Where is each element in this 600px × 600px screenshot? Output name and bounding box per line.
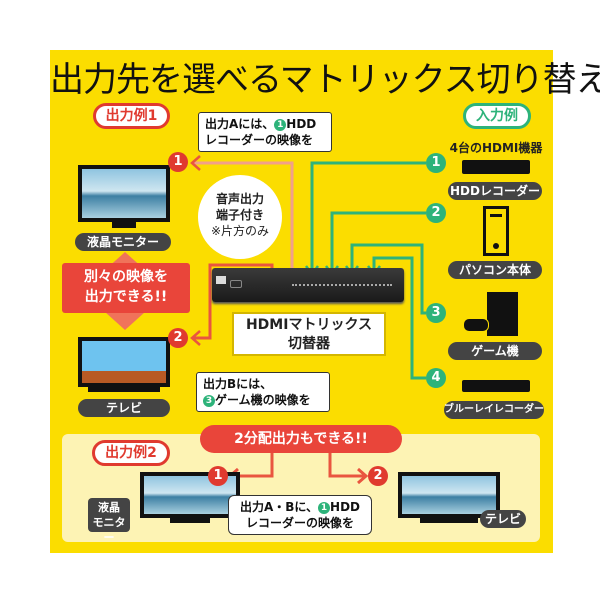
device-label-bluray: ブルーレイレコーダー — [444, 401, 544, 419]
bubble-text: HDD — [286, 117, 317, 131]
tv-stand-2 — [420, 518, 478, 523]
separate-output-box: 別々の映像を 出力できる!! — [62, 263, 190, 313]
lcd-monitor-label-2: 液晶 モニター — [88, 498, 130, 544]
game-console-icon — [487, 292, 521, 336]
page-title: 出力先を選べるマトリックス切り替え — [50, 60, 600, 100]
bubble-text: 出力Bには、 — [203, 377, 273, 391]
tv-image-2 — [398, 472, 500, 518]
tv-stand — [88, 387, 160, 392]
device-label-pc: パソコン本体 — [448, 261, 542, 279]
input-2-badge: 2 — [426, 203, 446, 223]
audio-text: 音声出力 — [215, 192, 264, 206]
output-2-badge: 2 — [168, 328, 188, 348]
output-a-line — [192, 161, 294, 268]
bubble-text: 出力A・Bに、 — [239, 500, 319, 514]
lcd-monitor-label: 液晶モニター — [75, 233, 171, 251]
number-badge: 1 — [318, 502, 331, 514]
bubble-text: レコーダーの映像を — [205, 133, 314, 147]
input-example-label: 入力例 — [463, 103, 531, 129]
hdd-recorder-icon — [462, 160, 530, 174]
switcher-label-text: 切替器 — [288, 336, 330, 352]
output-example-2-label: 出力例2 — [92, 440, 170, 466]
input-2-line — [330, 211, 426, 272]
tv-label: テレビ — [78, 399, 170, 417]
bluray-recorder-icon — [462, 380, 530, 392]
output-1-badge: 1 — [168, 152, 188, 172]
bubble-text: レコーダーの映像を — [245, 516, 354, 530]
output-b-line — [192, 263, 274, 340]
input-1-line — [310, 161, 426, 272]
input-1-badge: 1 — [426, 153, 446, 173]
switcher-label-text: HDMIマトリックス — [245, 317, 373, 333]
audio-output-note: 音声出力 端子付き ※片方のみ — [198, 175, 282, 259]
input-3-line — [350, 243, 426, 315]
split-output-banner: 2分配出力もできる!! — [200, 425, 402, 453]
label-text: 液晶 — [98, 501, 120, 514]
bubble-text: ゲーム機の映像を — [215, 393, 311, 407]
lcd-monitor-image — [78, 165, 170, 222]
number-badge: 3 — [203, 395, 215, 407]
output-example-1-label: 出力例1 — [93, 103, 170, 129]
number-badge: 1 — [274, 119, 287, 131]
switcher-label: HDMIマトリックス 切替器 — [232, 312, 386, 356]
monitor-stand — [112, 222, 136, 228]
bubble-text: 出力Aには、 — [205, 117, 275, 131]
monitor-stand-2 — [170, 518, 210, 523]
output-2-badge-2: 2 — [368, 466, 388, 486]
separate-text: 出力できる!! — [84, 289, 168, 305]
input-subtitle: 4台のHDMI機器 — [449, 141, 543, 155]
audio-text: ※片方のみ — [210, 224, 270, 238]
label-text: モニター — [92, 516, 126, 544]
output-1-badge-2: 1 — [208, 466, 228, 486]
input-3-badge: 3 — [426, 303, 446, 323]
pc-tower-icon — [483, 206, 509, 256]
separate-text: 別々の映像を — [84, 269, 168, 285]
input-4-badge: 4 — [426, 368, 446, 388]
bubble-text: HDD — [330, 500, 361, 514]
tv-label-2: テレビ — [480, 510, 526, 528]
hdmi-matrix-switcher-image — [212, 268, 404, 302]
input-4-line — [372, 256, 426, 380]
game-controller-icon — [463, 318, 489, 332]
device-label-game: ゲーム機 — [448, 342, 542, 360]
audio-text: 端子付き — [215, 208, 264, 222]
tv-game-screen-image — [78, 337, 170, 387]
device-label-hdd-recorder: HDDレコーダー — [448, 182, 542, 200]
